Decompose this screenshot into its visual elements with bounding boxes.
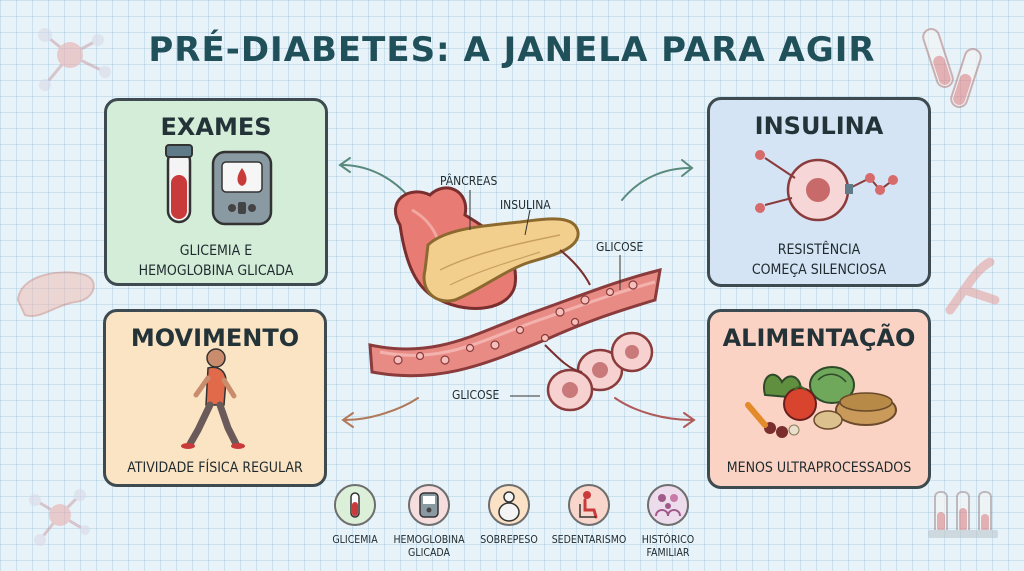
movimento-card-title: MOVIMENTO [130, 324, 300, 352]
blood-tube-icon [350, 492, 360, 518]
center-illustration [368, 186, 662, 412]
arrow-to-insulina [621, 167, 691, 201]
insulina-card: INSULINA RESISTÊNCIA COMEÇA SILENCIOSA [707, 97, 931, 287]
insulina-card-text-line1: RESISTÊNCIA [777, 242, 861, 258]
tube-rack-icon [928, 491, 998, 538]
person-overweight-icon [498, 491, 520, 522]
risk-icon-sedentarismo [568, 484, 610, 526]
pancreas-icon [16, 271, 95, 317]
artery-icon [945, 257, 1000, 315]
alimentacao-card-text: MENOS ULTRAPROCESSADOS [726, 460, 912, 476]
risk-label-sedentarismo: SEDENTARISMO [551, 534, 627, 546]
risk-icon-hemoglobina [408, 484, 450, 526]
glucometer-icon [419, 492, 439, 518]
risk-icon-historico [647, 484, 689, 526]
pancreas-label: PÂNCREAS [440, 174, 498, 188]
risk-label-glicemia: GLICEMIA [332, 534, 378, 546]
alimentacao-card-title: ALIMENTAÇÃO [722, 324, 916, 352]
exames-card-text-line1: GLICEMIA E [179, 243, 253, 259]
arrow-to-alimentacao [614, 397, 693, 421]
family-icon [655, 494, 681, 517]
person-sitting-icon [579, 491, 598, 519]
page-title: PRÉ-DIABETES: A JANELA PARA AGIR [148, 30, 876, 70]
alimentacao-card: ALIMENTAÇÃO MENOS ULTRAPROCESSADOS [707, 309, 931, 489]
glicose-top-label: GLICOSE [596, 240, 644, 254]
movimento-card-text: ATIVIDADE FÍSICA REGULAR [127, 460, 303, 476]
molecule-icon [29, 489, 90, 546]
arrow-to-exames [341, 164, 411, 199]
risk-label-hemoglobina: HEMOGLOBINA GLICADA [393, 534, 465, 559]
risk-label-historico: HISTÓRICO FAMILIAR [641, 534, 695, 559]
movimento-card: MOVIMENTO ATIVIDADE FÍSICA REGULAR [103, 309, 327, 487]
risk-icon-glicemia [334, 484, 376, 526]
test-tube-icon [922, 28, 982, 108]
risk-icon-sobrepeso [488, 484, 530, 526]
molecule-icon [38, 28, 111, 91]
insulina-card-title: INSULINA [754, 112, 884, 140]
risk-label-sobrepeso: SOBREPESO [480, 534, 538, 546]
glicose-bottom-label: GLICOSE [452, 388, 500, 402]
insulina-card-text-line2: COMEÇA SILENCIOSA [751, 262, 887, 278]
arrow-to-movimento [344, 397, 419, 421]
exames-card-text-line2: HEMOGLOBINA GLICADA [138, 263, 294, 279]
exames-card-title: EXAMES [160, 113, 272, 141]
insulina-center-label: INSULINA [500, 198, 551, 212]
exames-card: EXAMES GLICEMIA E HEMOGLOBINA GLICADA [104, 98, 328, 286]
